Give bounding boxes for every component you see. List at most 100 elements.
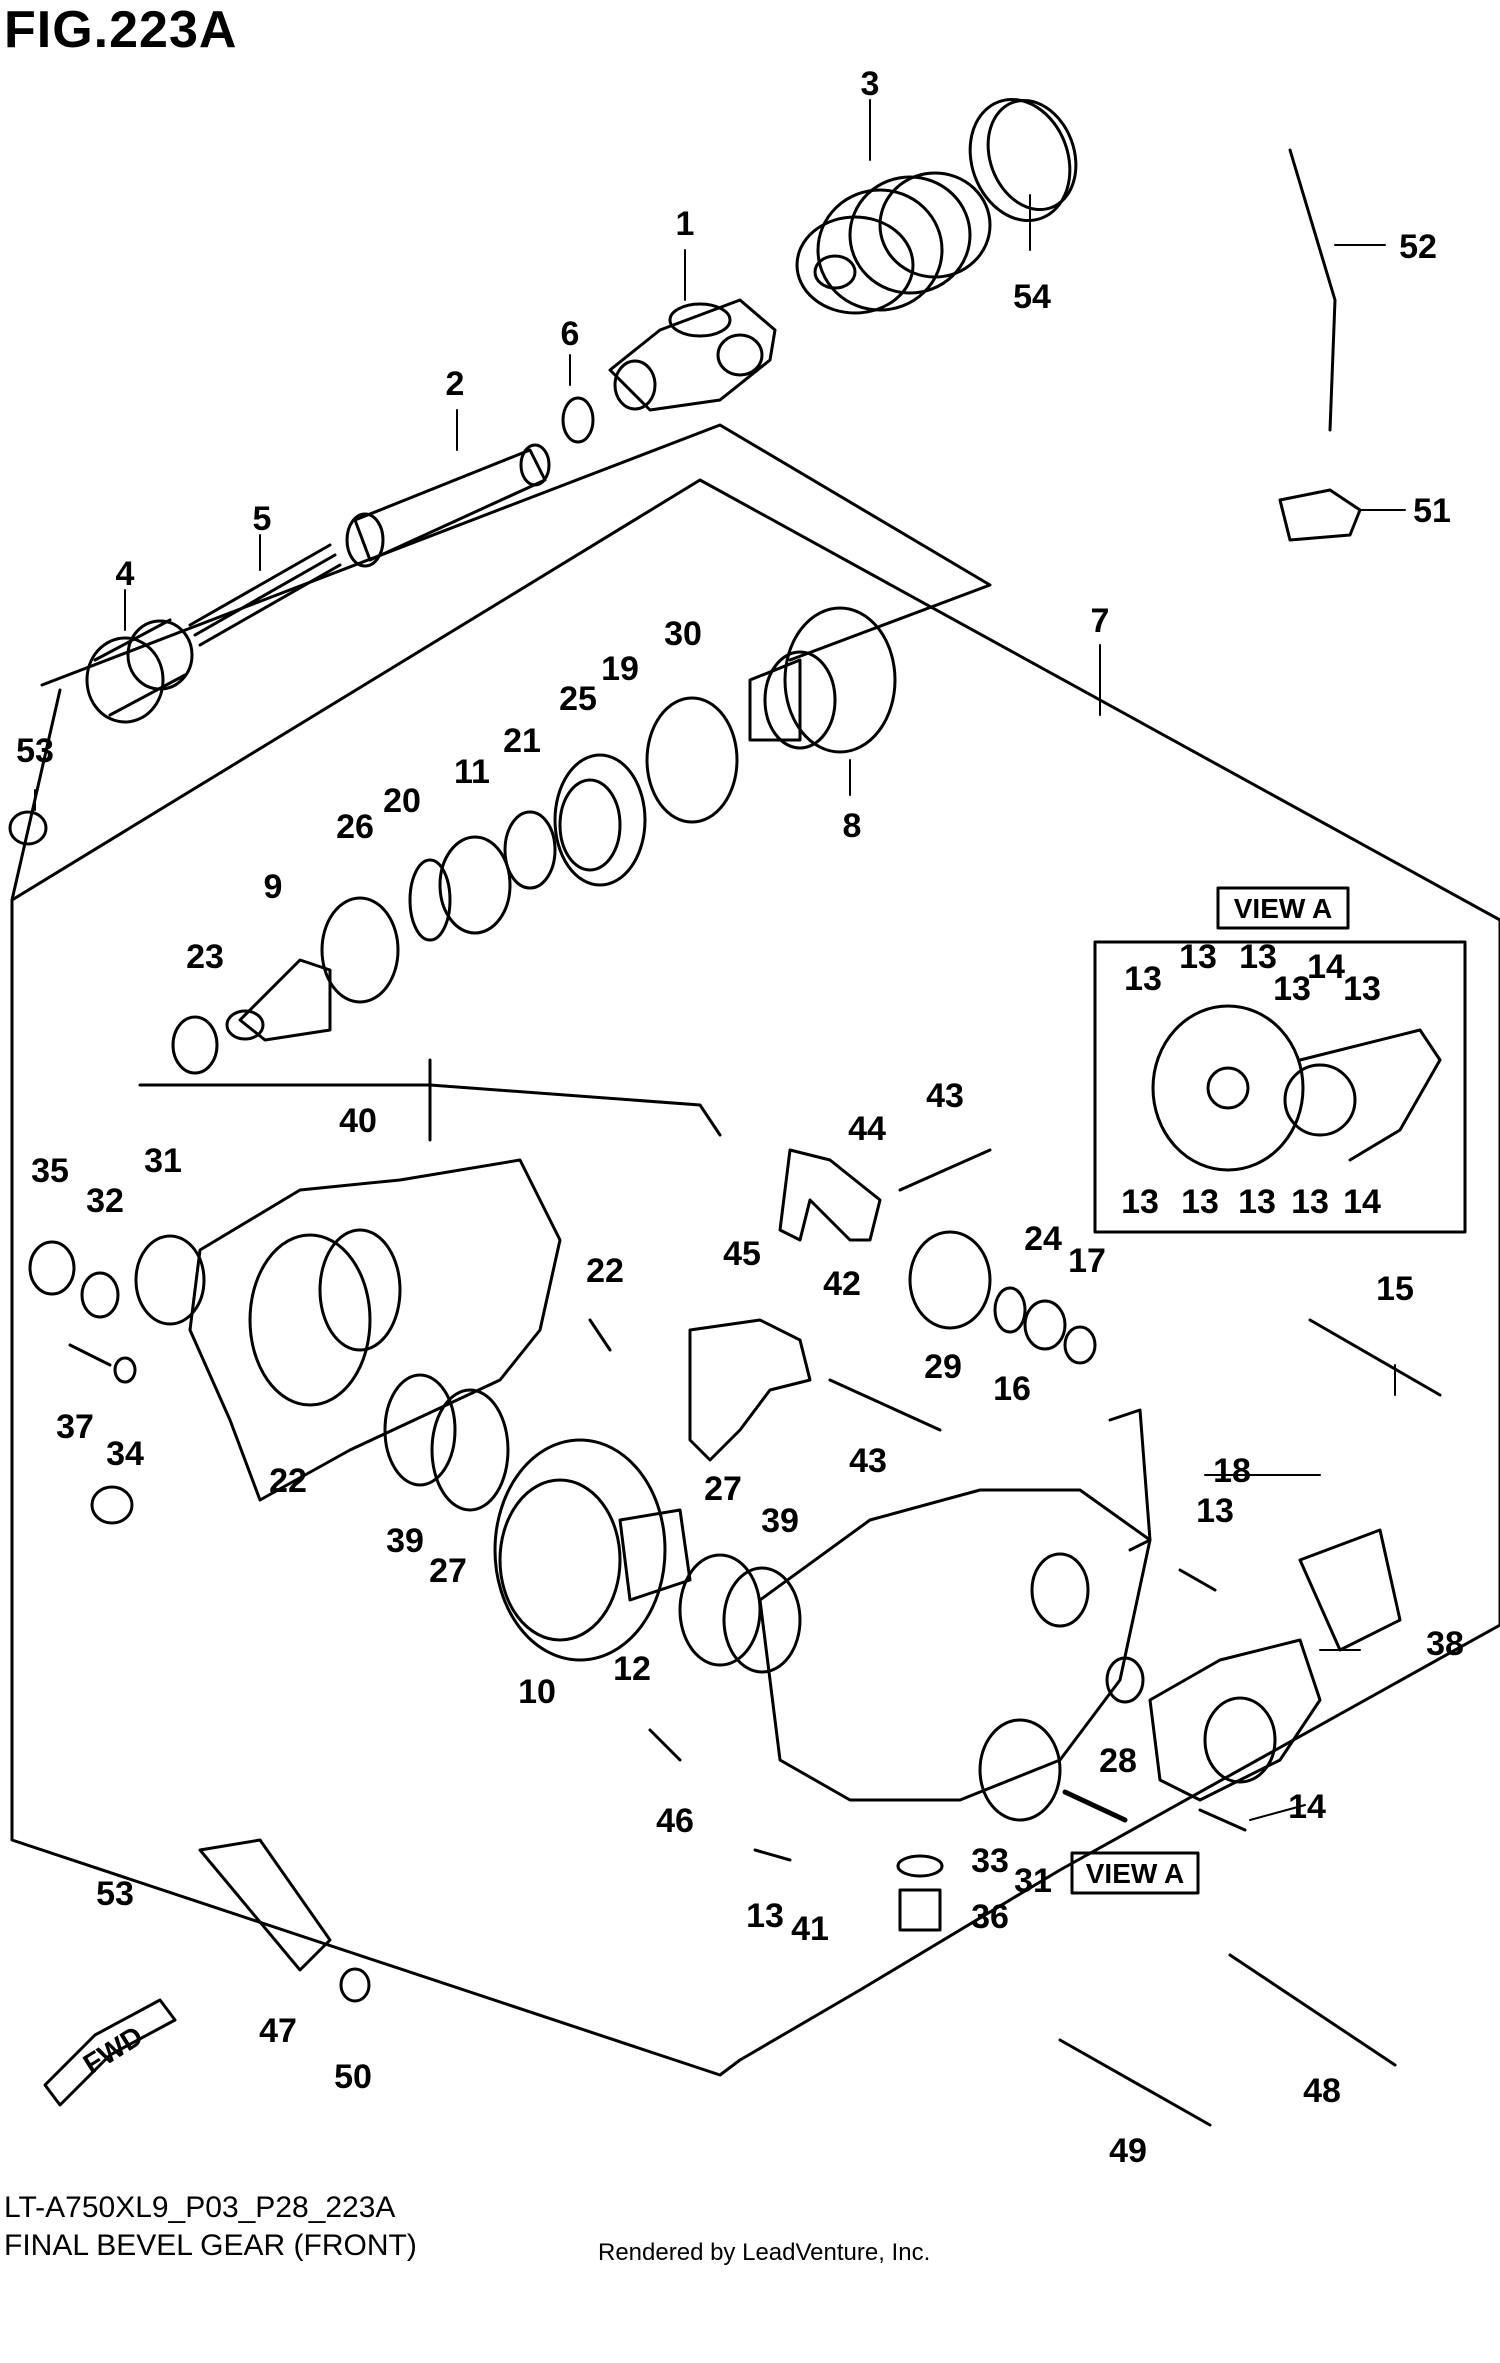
callout-31-b: 31 — [1014, 1862, 1052, 1900]
callout-24: 24 — [1024, 1220, 1062, 1258]
callout-45: 45 — [723, 1235, 761, 1273]
callout-10: 10 — [518, 1673, 556, 1711]
callout-14-inset-2: 14 — [1343, 1183, 1381, 1221]
callout-8: 8 — [843, 807, 862, 845]
diagram-name: FINAL BEVEL GEAR (FRONT) — [4, 2229, 417, 2262]
shim-part-39 — [383, 1373, 457, 1487]
callout-52: 52 — [1399, 228, 1437, 266]
callout-22-a: 22 — [586, 1252, 624, 1290]
callout-13-inset-3: 13 — [1239, 938, 1277, 976]
callout-5: 5 — [253, 500, 272, 538]
seal-part-31 — [134, 1234, 206, 1326]
fork-part-44 — [778, 1148, 882, 1242]
callout-41: 41 — [791, 1910, 829, 1948]
callout-53-a: 53 — [16, 732, 54, 770]
callout-4: 4 — [116, 555, 135, 593]
callout-6: 6 — [561, 315, 580, 353]
callout-29: 29 — [924, 1348, 962, 1386]
washer-part-33 — [896, 1854, 944, 1878]
callout-13-inset-2: 13 — [1179, 938, 1217, 976]
sleeve-part-42 — [908, 1230, 992, 1330]
callout-48: 48 — [1303, 2072, 1341, 2110]
callout-37: 37 — [56, 1408, 94, 1446]
callout-54: 54 — [1013, 278, 1051, 316]
callout-33: 33 — [971, 1842, 1009, 1880]
holder-part-51 — [1278, 488, 1362, 542]
callout-23: 23 — [186, 938, 224, 976]
callout-35: 35 — [31, 1152, 69, 1190]
callout-13-inset-9: 13 — [1291, 1183, 1329, 1221]
pinion-gear-part — [225, 958, 332, 1042]
shaft-part-43a — [898, 1148, 992, 1192]
callout-34: 34 — [106, 1435, 144, 1473]
callout-25: 25 — [559, 680, 597, 718]
callout-39-a: 39 — [386, 1522, 424, 1560]
callout-13-a: 13 — [1196, 1492, 1234, 1530]
bolt-part-13b — [753, 1848, 792, 1862]
flange-part — [748, 606, 897, 754]
cable-tie-part-52 — [1288, 148, 1337, 432]
boot-part-47 — [198, 1838, 332, 1972]
callout-36: 36 — [971, 1898, 1009, 1936]
washer-part-16 — [993, 1286, 1027, 1334]
fwd-label: FWD — [78, 2020, 149, 2080]
cap-part — [85, 618, 194, 724]
callout-16: 16 — [993, 1370, 1031, 1408]
bolt-part-14 — [1198, 1808, 1247, 1832]
bearing-part-11 — [438, 835, 512, 935]
fwd-arrow — [43, 1998, 177, 2107]
case-part-40 — [188, 1158, 562, 1502]
callout-17: 17 — [1068, 1242, 1106, 1280]
shim-part-21 — [503, 810, 557, 890]
callout-47: 47 — [259, 2012, 297, 2050]
callout-27-a: 27 — [704, 1470, 742, 1508]
bearing-part-25 — [553, 753, 647, 887]
callout-14-a: 14 — [1288, 1788, 1326, 1826]
callout-15: 15 — [1376, 1270, 1414, 1308]
view-a-arrow — [1062, 1789, 1128, 1823]
circlip-part — [561, 396, 595, 444]
callout-22-b: 22 — [269, 1462, 307, 1500]
callout-46: 46 — [656, 1802, 694, 1840]
callout-13-inset-7: 13 — [1181, 1183, 1219, 1221]
callout-13-inset-8: 13 — [1238, 1183, 1276, 1221]
callout-21: 21 — [503, 722, 541, 760]
callout-13-inset-5: 13 — [1343, 970, 1381, 1008]
callout-49: 49 — [1109, 2132, 1147, 2170]
shaft-part — [345, 443, 551, 568]
bearing-part-27 — [430, 1388, 510, 1512]
callout-39-b: 39 — [761, 1502, 799, 1540]
callout-13-inset-1: 13 — [1124, 960, 1162, 998]
shaft-part-43b — [828, 1378, 942, 1432]
callout-53-b: 53 — [96, 1875, 134, 1913]
callout-43-b: 43 — [849, 1442, 887, 1480]
callout-12: 12 — [613, 1650, 651, 1688]
callout-38: 38 — [1426, 1625, 1464, 1663]
callout-13-inset-6: 13 — [1121, 1183, 1159, 1221]
bearing-part-25-inner — [558, 778, 622, 872]
callout-13-inset-4: 13 — [1273, 970, 1311, 1008]
housing-part-41 — [758, 1488, 1152, 1822]
callout-42: 42 — [823, 1265, 861, 1303]
clamp-part-50 — [339, 1967, 371, 2003]
washer-part-32 — [80, 1271, 120, 1319]
universal-joint-part — [608, 298, 777, 412]
pin-part-46 — [648, 1728, 682, 1762]
view-a-inset-drawing — [1151, 1004, 1442, 1172]
nut-part-lower — [90, 1485, 134, 1525]
callout-1: 1 — [676, 205, 695, 243]
callout-30: 30 — [664, 615, 702, 653]
clamp-part — [968, 97, 1078, 223]
boot-part — [795, 171, 992, 315]
bolt-part-13 — [1178, 1568, 1217, 1592]
bracket-part-18 — [1108, 1408, 1152, 1552]
leader-lines — [34, 99, 1406, 1821]
bolt-part-36 — [898, 1888, 942, 1932]
model-code: LT-A750XL9_P03_P28_223A — [4, 2191, 396, 2224]
callout-9: 9 — [264, 868, 283, 906]
callout-14-inset-1: 14 — [1307, 948, 1345, 986]
callout-2: 2 — [446, 365, 465, 403]
plug-part-35 — [28, 1240, 76, 1296]
callout-3: 3 — [861, 65, 880, 103]
